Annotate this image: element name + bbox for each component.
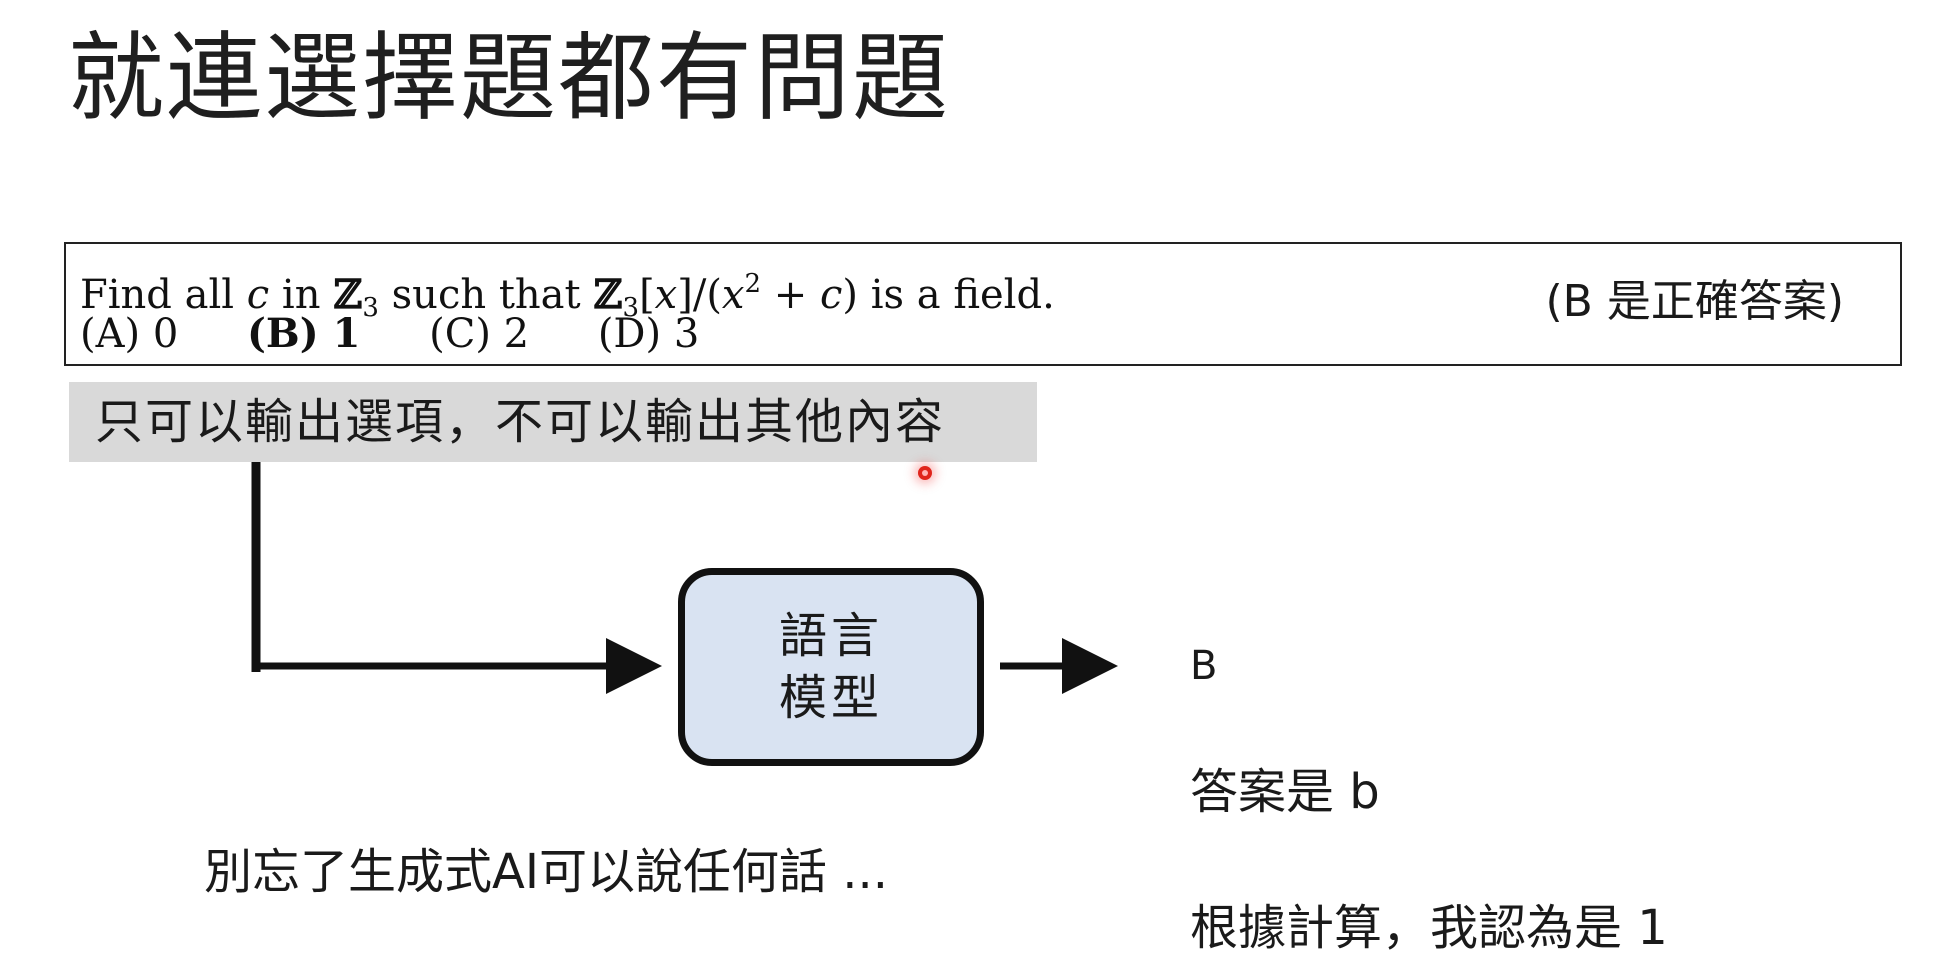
question-tail: is a field. (870, 272, 1055, 318)
prompt-text: 只可以輸出選項，不可以輸出其他內容 (95, 394, 946, 450)
ring-symbol-2: ℤ (593, 271, 623, 318)
choice-b: (B) 1 (246, 310, 361, 357)
expr-close: ) (842, 272, 858, 318)
model-label-line1: 語言 (778, 608, 883, 664)
ring-symbol: ℤ (333, 271, 363, 318)
question-box: Find all c in ℤ3 such that ℤ3[x]/(x2 + c… (64, 242, 1902, 366)
expr-var-c2: c (819, 272, 843, 318)
question-word-in: in (281, 272, 321, 318)
output-3: 根據計算，我認為是 1 (1190, 900, 1668, 956)
question-var-c: c (246, 272, 270, 318)
output-1: B (1190, 643, 1218, 689)
expr-var-x: x (654, 272, 678, 318)
language-model-box: 語言 模型 (678, 568, 984, 766)
answer-note: (B 是正確答案) (1545, 276, 1844, 327)
model-label: 語言 模型 (771, 605, 891, 729)
expr-mid: ]/( (677, 272, 722, 318)
model-label-line2: 模型 (778, 670, 883, 726)
choice-a: (A) 0 (80, 311, 179, 357)
page-title: 就連選擇題都有問題 (68, 22, 950, 134)
question-such-that: such that (391, 272, 581, 318)
expr-open: [ (639, 272, 655, 318)
question-text: Find all c in ℤ3 such that ℤ3[x]/(x2 + c… (80, 260, 1055, 332)
expr-plus: + (761, 272, 820, 318)
prompt-box: 只可以輸出選項，不可以輸出其他內容 (69, 382, 1037, 462)
question-prefix: Find all (80, 272, 235, 318)
output-2: 答案是 b (1190, 764, 1380, 820)
ring-subscript: 3 (362, 293, 379, 323)
ring-subscript-2: 3 (622, 293, 640, 323)
laser-pointer-dot (918, 466, 932, 480)
choice-d: (D) 3 (597, 311, 700, 357)
choice-c: (C) 2 (429, 311, 530, 357)
caption: 別忘了生成式AI可以說任何話 ... (204, 844, 889, 900)
choices-list: (A) 0 (B) 1 (C) 2 (D) 3 (80, 310, 755, 358)
expr-exponent: 2 (744, 269, 762, 299)
expr-var-x2: x (721, 272, 745, 318)
